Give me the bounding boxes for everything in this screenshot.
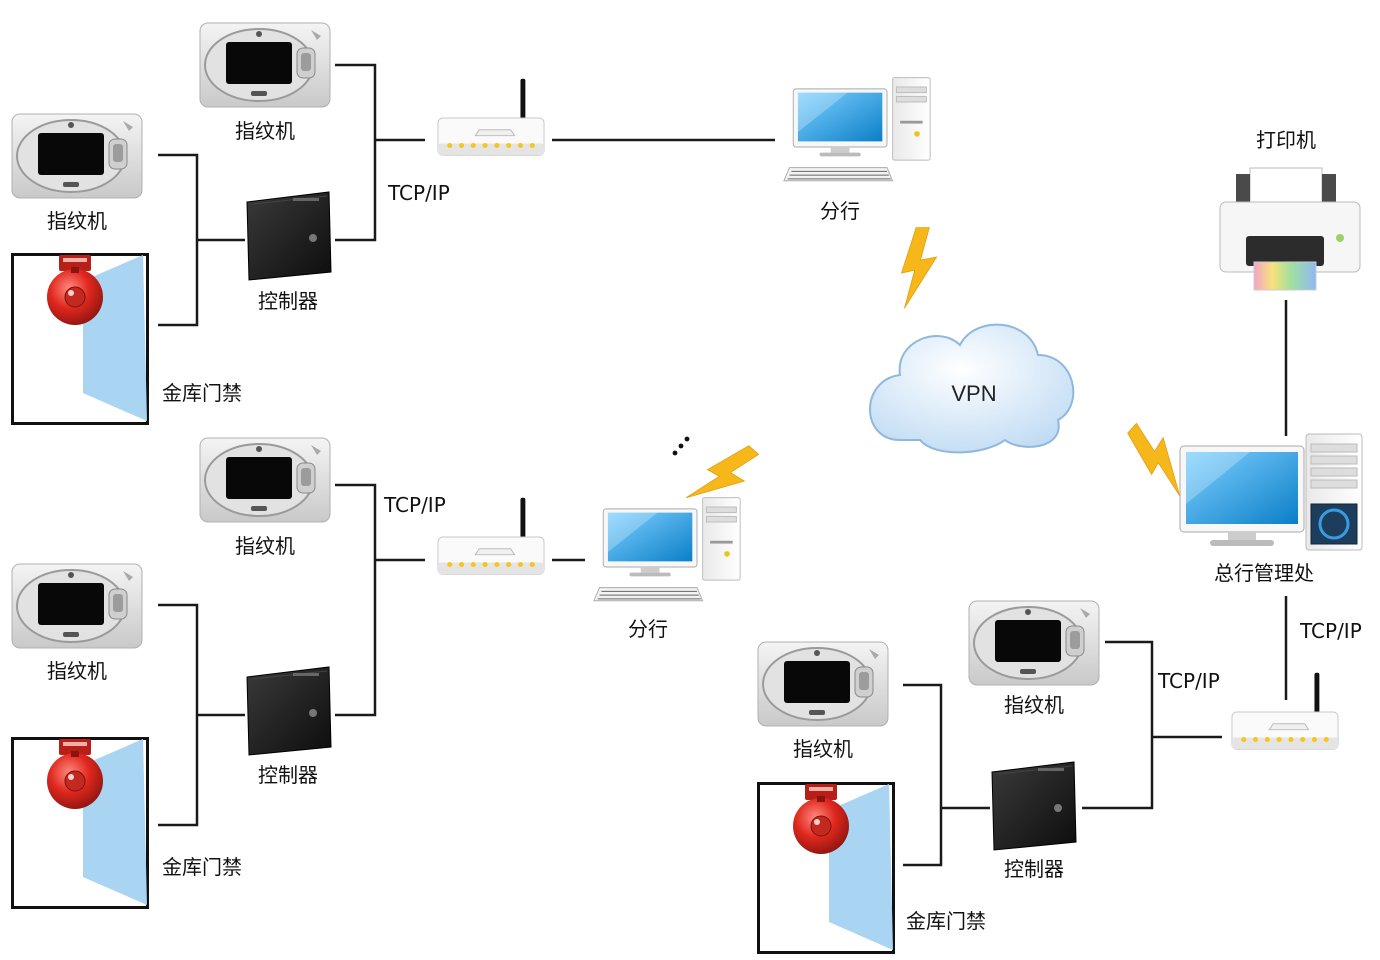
fingerprint-label: 指纹机	[1004, 693, 1064, 717]
branch-label: 分行	[820, 199, 860, 223]
fingerprint-label: 指纹机	[235, 119, 295, 143]
printer-label: 打印机	[1256, 128, 1316, 152]
controller-label: 控制器	[1004, 857, 1064, 881]
tcpip-label: TCP/IP	[1299, 619, 1362, 643]
router-icon	[437, 497, 545, 575]
vpn-label: VPN	[951, 381, 996, 406]
branch-computer-icon	[593, 497, 741, 602]
fingerprint-device-icon	[10, 563, 144, 649]
hq-label: 总行管理处	[1214, 561, 1314, 585]
fingerprint-label: 指纹机	[47, 659, 107, 683]
branch-label: 分行	[628, 617, 668, 641]
fingerprint-label: 指纹机	[235, 534, 295, 558]
controller-label: 控制器	[258, 763, 318, 787]
vpn-cloud: VPN	[869, 323, 1075, 454]
tcpip-label: TCP/IP	[383, 493, 446, 517]
tcpip-label: TCP/IP	[1157, 669, 1220, 693]
branch-computer-icon	[783, 77, 931, 182]
tcpip-label: TCP/IP	[387, 181, 450, 205]
controller-icon	[246, 191, 332, 281]
vault-door-icon	[757, 782, 895, 954]
vault-door-icon	[11, 737, 149, 909]
fingerprint-label: 指纹机	[47, 209, 107, 233]
hq-computer-icon	[1179, 433, 1363, 551]
printer-icon	[1219, 167, 1361, 291]
ellipsis-dots	[672, 436, 690, 456]
fingerprint-device-icon	[756, 641, 890, 727]
vault-door-label: 金库门禁	[906, 909, 986, 933]
vault-door-label: 金库门禁	[162, 855, 242, 879]
router-icon	[437, 78, 545, 156]
connection-lines	[158, 63, 1288, 867]
fingerprint-device-icon	[10, 113, 144, 199]
vault-door-label: 金库门禁	[162, 381, 242, 405]
controller-icon	[246, 666, 332, 756]
fingerprint-device-icon	[967, 600, 1101, 686]
controller-icon	[991, 761, 1077, 851]
vault-door-icon	[11, 253, 149, 425]
lightning-icon	[900, 227, 938, 309]
fingerprint-device-icon	[198, 22, 332, 108]
controller-label: 控制器	[258, 289, 318, 313]
fingerprint-device-icon	[198, 437, 332, 523]
fingerprint-label: 指纹机	[793, 737, 853, 761]
